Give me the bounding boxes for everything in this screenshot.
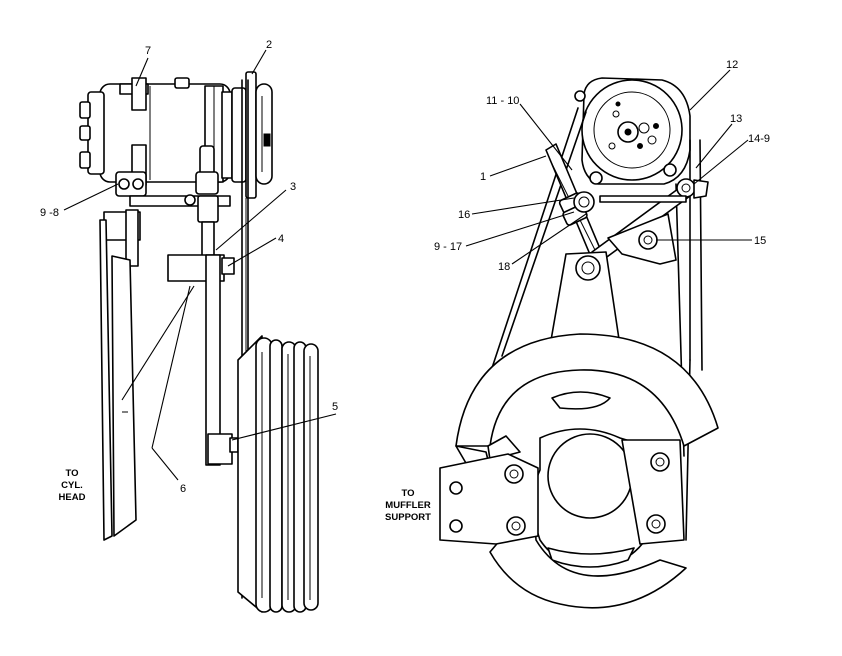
callout-13: 13: [730, 113, 742, 125]
front-view-leaders: [465, 69, 752, 265]
note-muffler-line1: TO: [401, 488, 414, 499]
mounting-block: [167, 254, 239, 466]
muffler-support-bracket: [439, 453, 539, 545]
callout-3: 3: [290, 181, 296, 193]
callout-4: 4: [278, 233, 284, 245]
callout-9-8: 9 -8: [40, 207, 59, 219]
note-cyl-head-line1: TO: [65, 468, 78, 479]
compressor-pulley: [231, 71, 273, 199]
callout-5: 5: [332, 401, 338, 413]
compressor-pulley-front: [574, 77, 691, 185]
callout-18: 18: [498, 261, 510, 273]
crankshaft-pulley: [237, 335, 319, 613]
callout-11-10: 11 - 10: [486, 95, 519, 107]
support-plate: [99, 219, 137, 541]
compressor-mount-bracket: [103, 171, 231, 267]
callout-16: 16: [458, 209, 470, 221]
callout-labels: 7 2 3 4 5 6 9 -8 11 - 10 12 13 14-9 1 16…: [40, 39, 770, 495]
main-bracket: [549, 251, 621, 347]
callout-1: 1: [480, 171, 486, 183]
mounting-plate-front: [455, 333, 719, 609]
note-cyl-head-line3: HEAD: [59, 492, 86, 503]
note-cyl-head-line2: CYL.: [61, 480, 83, 491]
callout-7: 7: [145, 45, 151, 57]
note-to-cyl-head: TO CYL. HEAD: [59, 468, 86, 503]
note-muffler-line3: SUPPORT: [385, 512, 431, 523]
side-view: [63, 49, 337, 613]
callout-14-9: 14-9: [748, 133, 770, 145]
front-view: [439, 69, 752, 609]
side-view-leaders: [63, 49, 337, 481]
callout-2: 2: [266, 39, 272, 51]
callout-12: 12: [726, 59, 738, 71]
adjusting-arm: [545, 143, 605, 265]
adjusting-bolt-assembly: [184, 145, 219, 263]
callout-6: 6: [180, 483, 186, 495]
note-to-muffler-support: TO MUFFLER SUPPORT: [385, 488, 431, 523]
callout-15: 15: [754, 235, 766, 247]
callout-9-17: 9 - 17: [434, 241, 462, 253]
note-muffler-line2: MUFFLER: [385, 500, 431, 511]
